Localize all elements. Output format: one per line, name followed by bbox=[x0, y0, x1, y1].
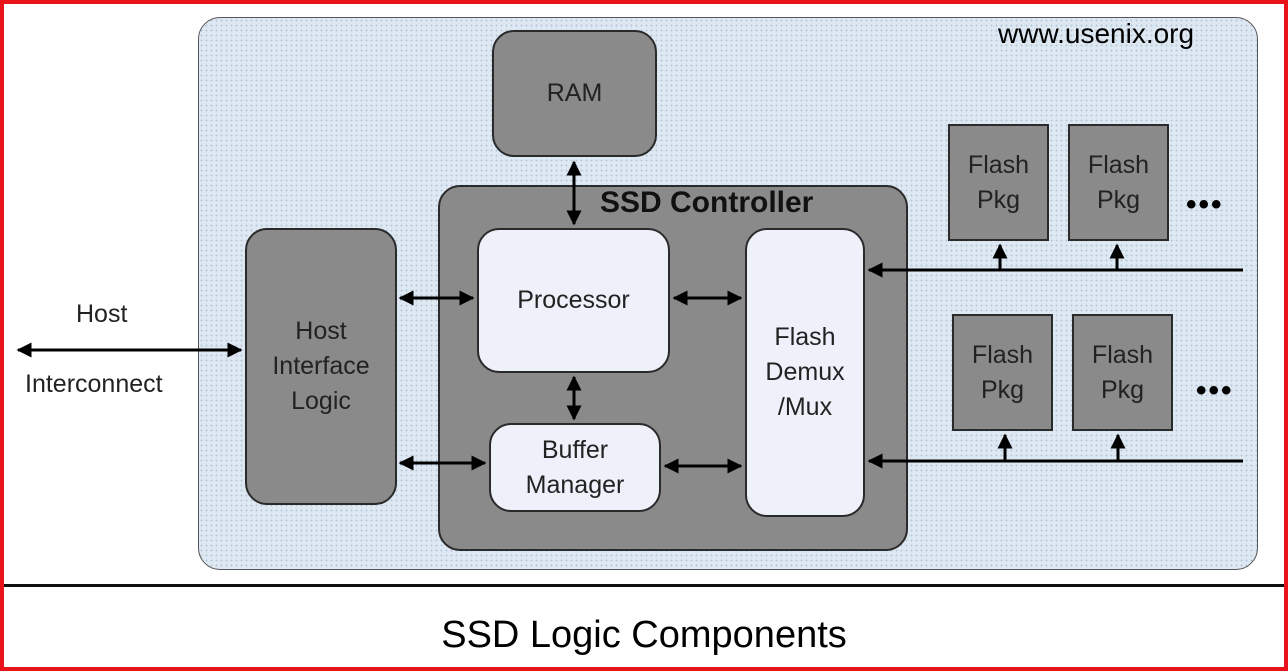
host-label: Host bbox=[76, 300, 128, 328]
host-interface-line2: Interface bbox=[272, 352, 370, 380]
flash-package-line1: Flash bbox=[971, 340, 1034, 369]
flash-demux-line3: /Mux bbox=[777, 393, 833, 421]
flash-demux-line1: Flash bbox=[774, 323, 836, 351]
flash-package-line2: Pkg bbox=[1100, 375, 1145, 404]
flash-package: Flash Pkg bbox=[1068, 124, 1169, 241]
flash-package: Flash Pkg bbox=[952, 314, 1053, 431]
ram-label: RAM bbox=[546, 79, 603, 107]
processor-label: Processor bbox=[517, 286, 630, 314]
flash-package: Flash Pkg bbox=[948, 124, 1049, 241]
flash-demux-mux-block: Flash Demux /Mux bbox=[745, 228, 865, 517]
controller-title: SSD Controller bbox=[600, 186, 814, 219]
watermark-url: www.usenix.org bbox=[998, 18, 1195, 49]
host-interface-line3: Logic bbox=[291, 387, 351, 415]
buffer-manager-line2: Manager bbox=[525, 470, 625, 499]
caption-divider bbox=[4, 584, 1284, 587]
flash-demux-line2: Demux bbox=[765, 358, 845, 386]
ellipsis-top: ••• bbox=[1186, 188, 1224, 221]
flash-package-line2: Pkg bbox=[1096, 185, 1141, 214]
interconnect-label: Interconnect bbox=[25, 370, 163, 398]
processor-block: Processor bbox=[477, 228, 670, 373]
buffer-manager-line1: Buffer bbox=[541, 435, 609, 464]
flash-package-line1: Flash bbox=[1091, 340, 1154, 369]
diagram-caption: SSD Logic Components bbox=[441, 614, 847, 656]
flash-package-line1: Flash bbox=[1087, 150, 1150, 179]
host-interface-logic-block: Host Interface Logic bbox=[245, 228, 397, 505]
flash-package: Flash Pkg bbox=[1072, 314, 1173, 431]
flash-package-line2: Pkg bbox=[980, 375, 1025, 404]
ellipsis-bottom: ••• bbox=[1196, 374, 1234, 407]
buffer-manager-block: Buffer Manager bbox=[489, 423, 661, 512]
host-interface-line1: Host bbox=[295, 317, 347, 345]
ram-block: RAM bbox=[492, 30, 657, 157]
flash-package-line1: Flash bbox=[967, 150, 1030, 179]
flash-package-line2: Pkg bbox=[976, 185, 1021, 214]
